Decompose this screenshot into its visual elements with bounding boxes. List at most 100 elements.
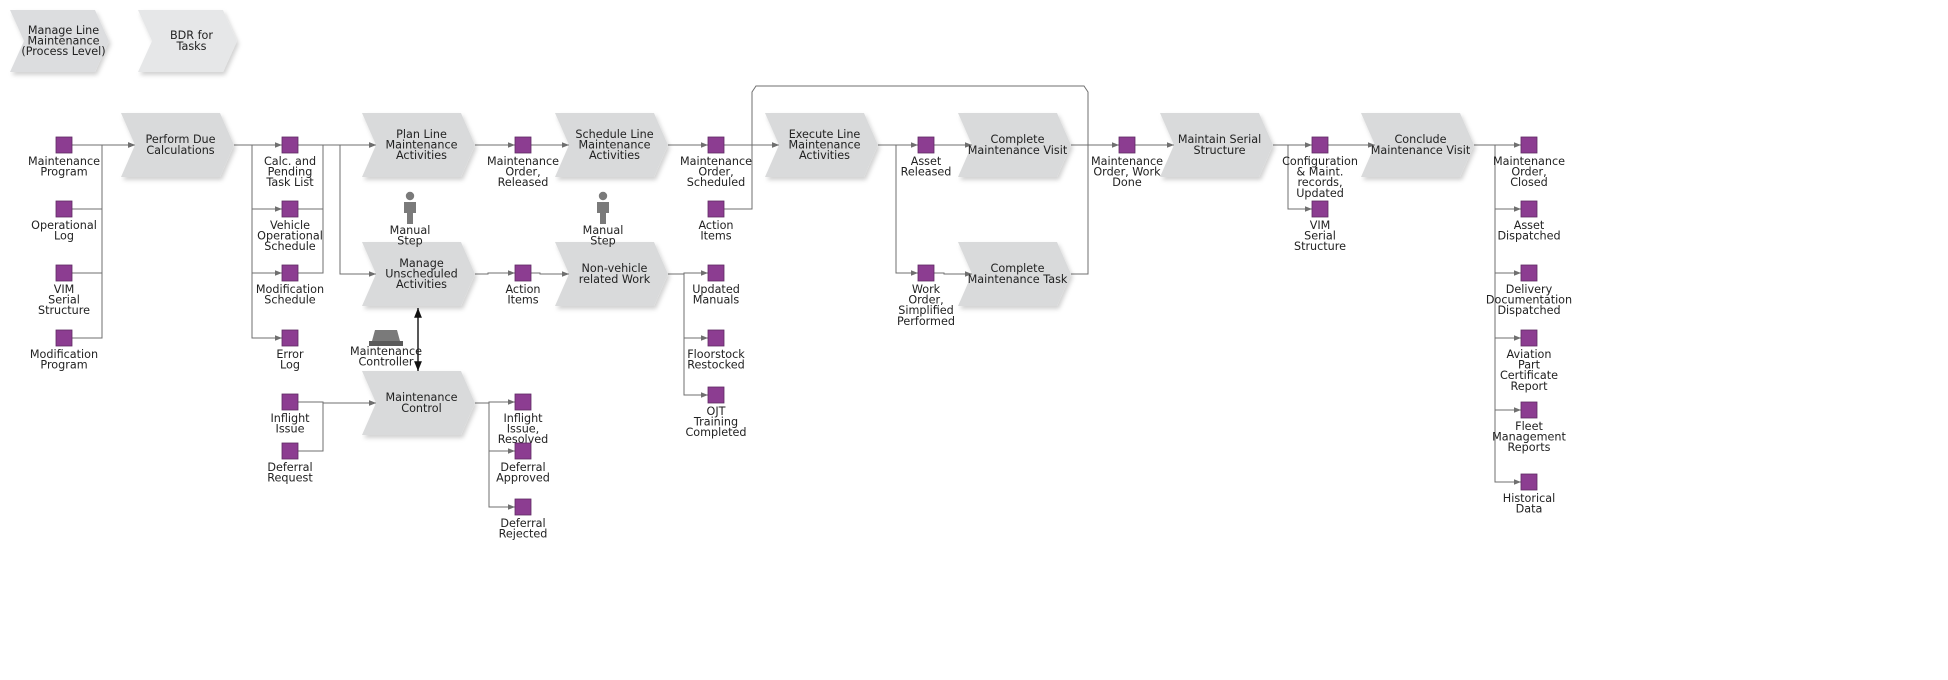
data-object-label-line: Order, Work <box>1093 166 1161 179</box>
data-object-label-line: Manuals <box>693 294 740 307</box>
process-label-line: Maintenance <box>578 139 650 152</box>
data-object-square <box>707 329 725 347</box>
process-label-line: Control <box>401 402 441 415</box>
process-label-line: Maintenance Visit <box>1371 144 1471 157</box>
data-object-square <box>707 136 725 154</box>
data-object-square <box>55 264 73 282</box>
data-object-label-line: Maintenance <box>1091 155 1163 168</box>
role-label-line: Manual <box>583 224 624 237</box>
connector-line <box>339 145 376 277</box>
data-object-label-line: Log <box>280 359 300 372</box>
data-object-square <box>281 136 299 154</box>
data-object-label-line: Error <box>276 348 304 361</box>
process-label-line: Maintenance <box>385 391 457 404</box>
header-label-line: BDR for <box>170 29 213 42</box>
data-object-label-line: Inflight <box>270 412 310 425</box>
process-label-line: Complete <box>991 133 1045 146</box>
data-object-label-line: Reports <box>1508 441 1551 454</box>
process-label-line: Maintenance <box>385 139 457 152</box>
data-object-square <box>707 264 725 282</box>
data-object-label-line: Asset <box>1514 219 1545 232</box>
connector-line <box>531 271 569 277</box>
data-object-label-line: Performed <box>897 315 955 328</box>
data-object-label-line: Action <box>698 219 733 232</box>
role-label-line: Maintenance <box>350 345 422 358</box>
data-object-square <box>1520 401 1538 419</box>
data-object-label-line: Simplified <box>898 304 953 317</box>
data-object-label-line: Maintenance <box>1493 155 1565 168</box>
data-object-label-line: Request <box>267 472 313 485</box>
process-label-line: Activities <box>396 278 447 291</box>
data-object-label-line: Work <box>912 283 941 296</box>
connectors <box>72 85 1521 510</box>
role-label-line: Step <box>590 235 615 248</box>
connector-line <box>298 142 376 274</box>
data-object-label-line: Dispatched <box>1497 230 1560 243</box>
process-label-line: Execute Line <box>789 128 861 141</box>
data-object-configuration-maint-records-updated[interactable]: Configuration& Maint.records,Updated <box>1282 136 1358 200</box>
data-object-square <box>707 386 725 404</box>
data-object-label-line: Structure <box>38 304 90 317</box>
header-label-line: Manage Line <box>28 24 99 37</box>
data-object-label-line: Restocked <box>687 359 744 372</box>
data-object-label-line: Order, <box>698 166 733 179</box>
data-object-label-line: Program <box>40 166 87 179</box>
data-object-label-line: Report <box>1510 380 1548 393</box>
data-object-square <box>281 329 299 347</box>
data-object-label-line: Approved <box>496 472 550 485</box>
data-object-label-line: Log <box>54 230 74 243</box>
connector-line <box>668 273 708 398</box>
data-object-square <box>514 393 532 411</box>
connector-line <box>298 400 376 452</box>
data-object-square <box>1520 473 1538 491</box>
data-object-square <box>1520 329 1538 347</box>
process-label-line: Schedule Line <box>575 128 653 141</box>
